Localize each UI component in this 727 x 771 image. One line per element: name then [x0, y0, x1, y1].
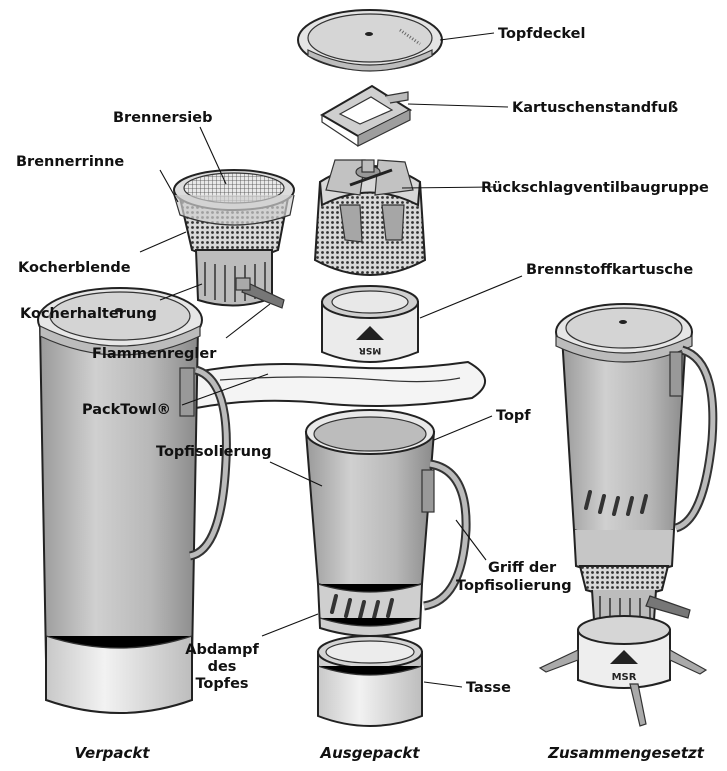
lid-part — [298, 10, 442, 71]
leader-tasse — [424, 682, 462, 687]
label-brennstoffkartusche: Brennstoffkartusche — [526, 262, 693, 278]
packtowl-part — [184, 362, 485, 408]
leader-brennstoffkartusche — [420, 276, 522, 318]
label-brennerrinne: Brennerrinne — [16, 154, 124, 170]
label-abdampf-line3: Topfes — [195, 676, 248, 692]
label-abdampf-line2: des — [208, 659, 237, 675]
leader-kartuschenstandfuss — [408, 104, 508, 107]
label-topfdeckel: Topfdeckel — [498, 26, 585, 42]
label-topf: Topf — [496, 408, 531, 424]
captions: Verpackt Ausgepackt Zusammengesetzt — [75, 744, 705, 762]
cup-part — [318, 636, 422, 726]
label-topfisolierung: Topfisolierung — [156, 444, 272, 460]
pot-part — [306, 410, 466, 636]
label-griff-line1: Griff der — [488, 560, 557, 576]
leader-flammenregler — [226, 304, 270, 338]
caption-zusammengesetzt: Zusammengesetzt — [547, 744, 705, 762]
label-abdampf-line1: Abdampf — [185, 642, 259, 658]
canister-stand-part — [322, 86, 410, 146]
label-rueckschlagventil: Rückschlagventilbaugruppe — [481, 180, 709, 196]
label-kocherblende: Kocherblende — [18, 260, 131, 276]
label-tasse: Tasse — [466, 680, 511, 696]
label-griff-line2: Topfisolierung — [456, 578, 572, 594]
caption-ausgepackt: Ausgepackt — [319, 744, 420, 762]
assembled-unit: MSR — [540, 304, 713, 726]
canister-logo-text: MSR — [359, 345, 381, 355]
leader-kocherblende — [140, 232, 186, 252]
label-packtowl: PackTowl® — [82, 402, 171, 418]
leader-topfdeckel — [440, 33, 494, 40]
label-brennersieb: Brennersieb — [113, 110, 212, 126]
label-kartuschenstandfuss: Kartuschenstandfuß — [512, 100, 678, 116]
fuel-canister-part: MSR — [322, 286, 418, 362]
caption-verpackt: Verpackt — [75, 744, 151, 762]
assembled-canister-logo-text: MSR — [612, 672, 637, 683]
label-kocherhalterung: Kocherhalterung — [20, 306, 157, 322]
check-valve-assembly — [315, 160, 425, 275]
leader-abdampf — [262, 614, 318, 636]
leader-topf — [434, 416, 492, 440]
label-flammenregler: Flammenregler — [92, 346, 217, 362]
